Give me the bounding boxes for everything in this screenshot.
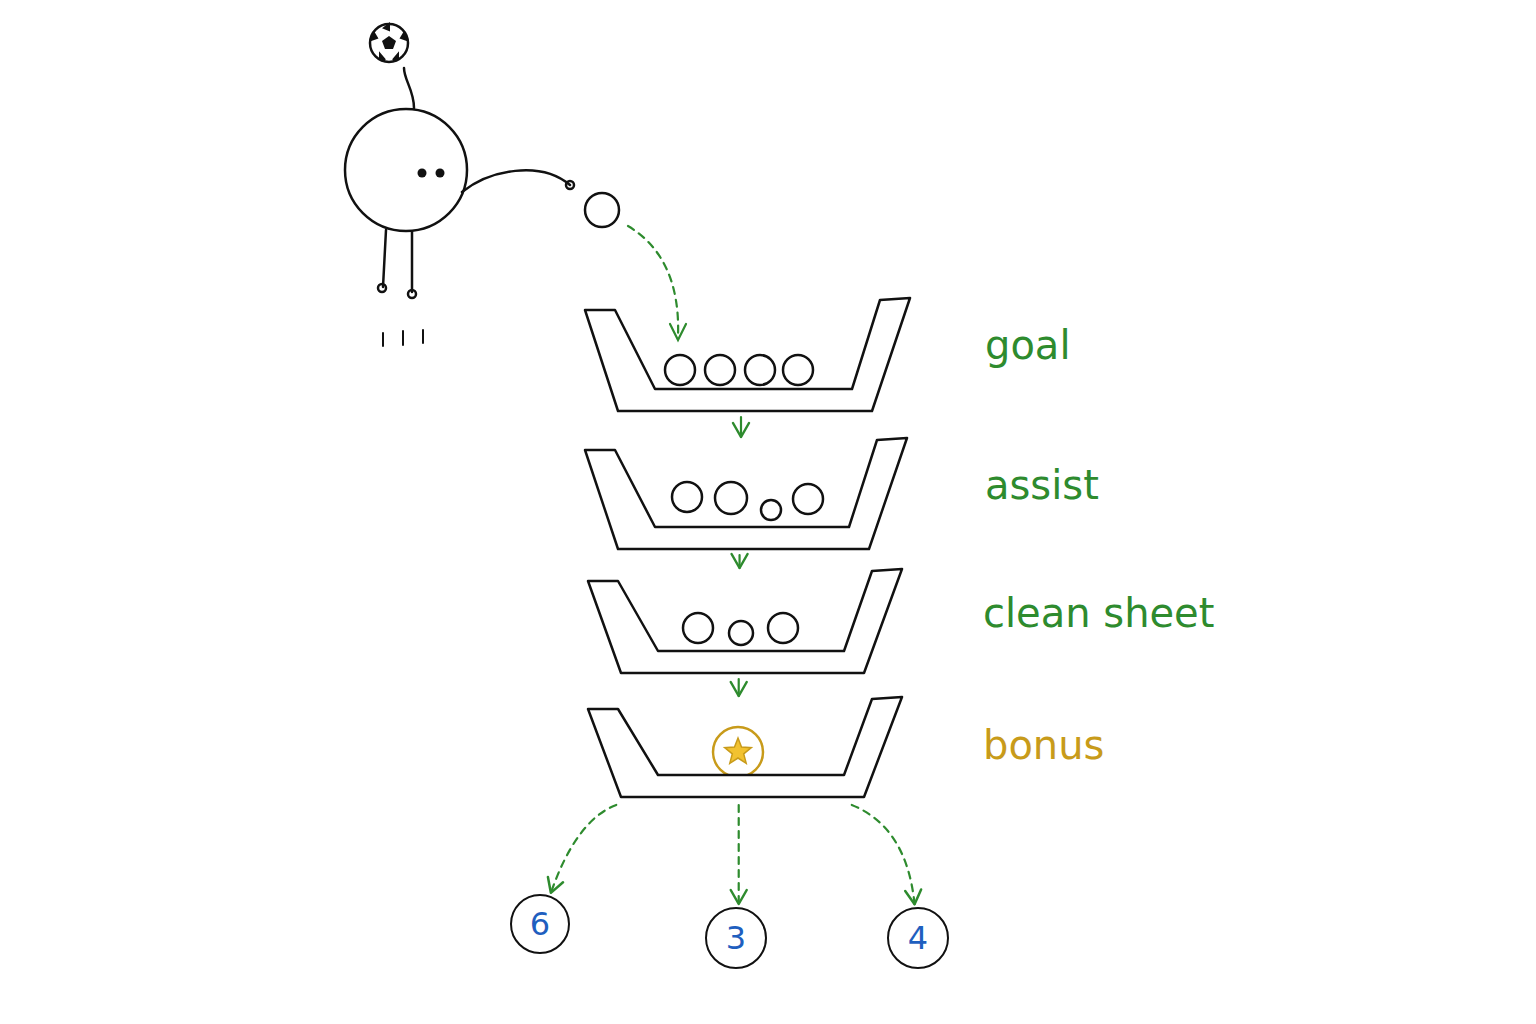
figure-arm bbox=[462, 170, 570, 192]
points-circle: 4 bbox=[887, 907, 949, 969]
points-circle: 3 bbox=[705, 907, 767, 969]
star-coin bbox=[713, 727, 763, 777]
ball bbox=[761, 500, 781, 520]
arrowhead bbox=[733, 423, 749, 437]
tray-outline bbox=[585, 298, 910, 411]
tray-label: assist bbox=[985, 465, 1099, 505]
ball bbox=[672, 482, 702, 512]
points-number: 3 bbox=[726, 919, 746, 957]
tray-node: clean sheet bbox=[588, 569, 902, 673]
arrow-line bbox=[852, 805, 915, 904]
tray-outline bbox=[588, 569, 902, 673]
figure-foot bbox=[378, 284, 386, 292]
arrowhead bbox=[548, 877, 563, 893]
figure-head bbox=[345, 109, 467, 231]
tray-label: bonus bbox=[983, 725, 1104, 765]
ball bbox=[768, 613, 798, 643]
figure-leg bbox=[411, 232, 414, 292]
arrow-line bbox=[551, 805, 616, 893]
figure-hand bbox=[566, 181, 574, 189]
tray-shape bbox=[588, 697, 902, 797]
tray-node: goal bbox=[585, 298, 910, 411]
ball bbox=[705, 355, 735, 385]
figure-eye bbox=[436, 169, 445, 178]
arrowhead bbox=[905, 889, 921, 904]
arrowhead bbox=[731, 890, 747, 904]
tray-shape bbox=[588, 569, 902, 673]
throw-arrow bbox=[628, 226, 678, 336]
motion-lines bbox=[383, 330, 423, 346]
throw-arrowhead bbox=[670, 324, 686, 340]
ball bbox=[729, 621, 753, 645]
figure-leg bbox=[383, 230, 386, 287]
ball bbox=[683, 613, 713, 643]
tray-label: goal bbox=[985, 325, 1071, 365]
figure-eye bbox=[418, 169, 427, 178]
points-circle: 6 bbox=[510, 894, 570, 954]
arrowhead bbox=[731, 682, 747, 696]
arrow-line bbox=[738, 805, 740, 904]
ball bbox=[783, 355, 813, 385]
ball bbox=[793, 484, 823, 514]
figure-foot bbox=[408, 290, 416, 298]
soccer-ball bbox=[370, 24, 408, 62]
antenna bbox=[404, 68, 414, 108]
tray-outline bbox=[588, 697, 902, 797]
tray-node: assist bbox=[585, 438, 907, 549]
tray-shape bbox=[585, 298, 910, 411]
arrow-line bbox=[738, 555, 740, 568]
flow-arrow bbox=[548, 805, 616, 893]
tray-shape bbox=[585, 438, 907, 549]
points-number: 4 bbox=[908, 919, 928, 957]
flow-arrow bbox=[731, 679, 747, 696]
flow-arrow bbox=[733, 417, 749, 437]
ball bbox=[665, 355, 695, 385]
points-number: 6 bbox=[530, 905, 550, 943]
arrow-line bbox=[740, 417, 742, 437]
ball bbox=[715, 482, 747, 514]
flow-arrow bbox=[852, 805, 921, 904]
thrown-ball bbox=[585, 193, 619, 227]
ball bbox=[745, 355, 775, 385]
flow-arrow bbox=[731, 805, 747, 904]
flow-arrow bbox=[732, 554, 748, 568]
arrow-line bbox=[738, 679, 740, 696]
tray-node: bonus bbox=[588, 697, 902, 797]
tray-label: clean sheet bbox=[983, 593, 1214, 633]
arrowhead bbox=[732, 554, 748, 568]
tray-outline bbox=[585, 438, 907, 549]
